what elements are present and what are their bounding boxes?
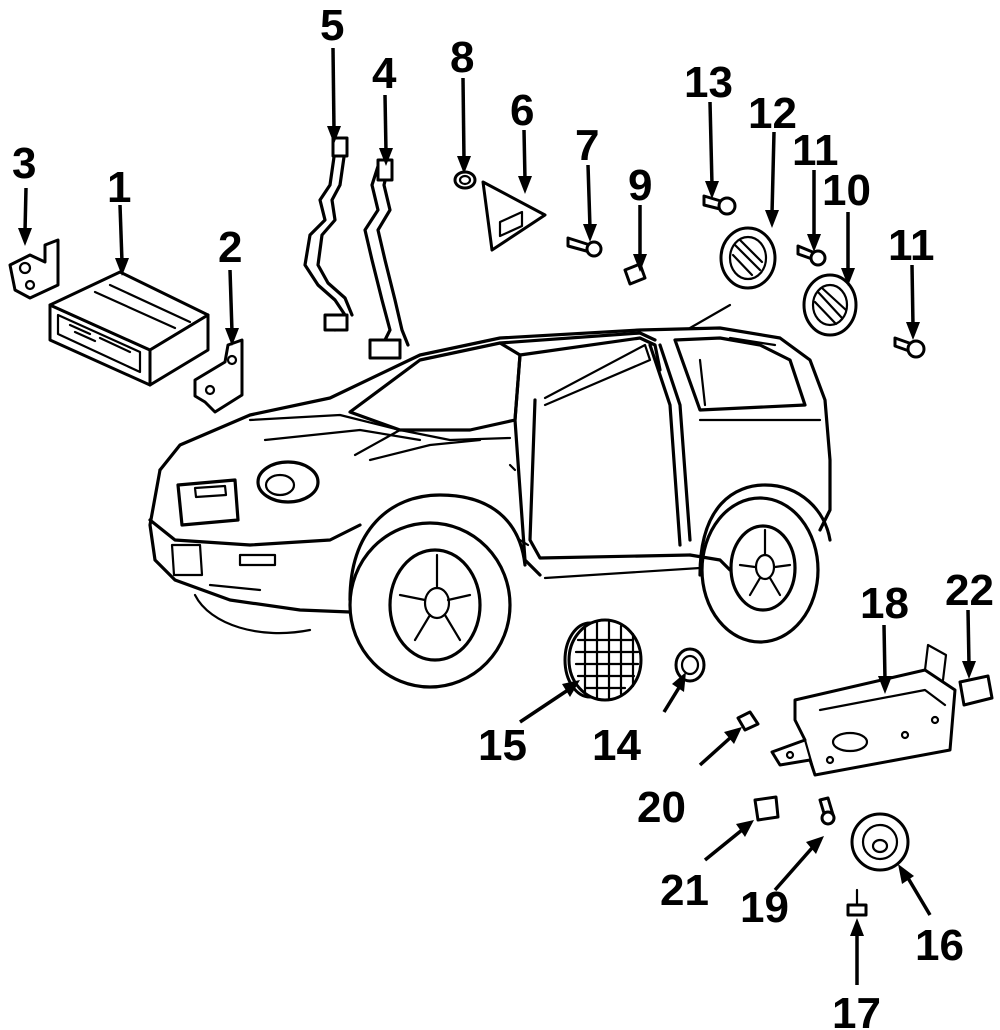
screw-13-part (702, 194, 737, 216)
callout-9: 9 (628, 161, 652, 210)
clip-9-part (623, 262, 647, 286)
radio-bracket-right-part (193, 338, 244, 414)
amplifier-bracket-part (770, 643, 957, 777)
callout-21: 21 (660, 866, 709, 915)
callout-3: 3 (12, 139, 36, 188)
bolt-17-part (846, 888, 868, 917)
callout-10: 10 (822, 166, 871, 215)
callout-15: 15 (478, 721, 527, 770)
callout-7: 7 (575, 121, 599, 170)
callout-20: 20 (637, 783, 686, 832)
radio-harness-part (303, 136, 354, 332)
leader-lines (18, 47, 976, 985)
screw-7-part (566, 236, 603, 258)
speaker-bezel-part (719, 226, 777, 290)
rear-speaker-part (802, 273, 858, 337)
screw-11a-part (796, 244, 827, 267)
callout-1: 1 (107, 163, 131, 212)
callout-labels: 1 2 3 4 5 6 7 8 9 10 11 11 12 13 14 15 1… (12, 1, 994, 1030)
callout-12: 12 (748, 89, 797, 138)
callout-14: 14 (592, 721, 641, 770)
vehicle-illustration (148, 303, 832, 689)
callout-11-upper: 11 (792, 126, 839, 175)
callout-11-right: 11 (888, 221, 935, 270)
callout-13: 13 (684, 58, 733, 107)
callout-2: 2 (218, 223, 242, 272)
callout-16: 16 (915, 921, 964, 970)
radio-bracket-left-part (8, 238, 60, 300)
retainer-nut-part (453, 170, 477, 190)
clip-20-part (736, 710, 760, 732)
callout-5: 5 (320, 1, 344, 50)
front-door-speaker-part (563, 618, 643, 702)
subwoofer-speaker-part (850, 812, 910, 872)
callout-19: 19 (740, 883, 789, 932)
radio-receiver-part (48, 270, 210, 387)
label-part (958, 674, 994, 707)
callout-18: 18 (860, 579, 909, 628)
antenna-cable-part (363, 158, 410, 360)
mirror-trim-part (481, 180, 547, 252)
insulator-pad-part (753, 795, 780, 822)
callout-8: 8 (450, 33, 474, 82)
screw-19-part (818, 796, 836, 826)
tweeter-part (674, 647, 706, 683)
callout-6: 6 (510, 86, 534, 135)
screw-11b-part (893, 336, 926, 359)
callout-4: 4 (372, 49, 397, 98)
callout-22: 22 (945, 566, 994, 615)
callout-17: 17 (832, 989, 881, 1030)
